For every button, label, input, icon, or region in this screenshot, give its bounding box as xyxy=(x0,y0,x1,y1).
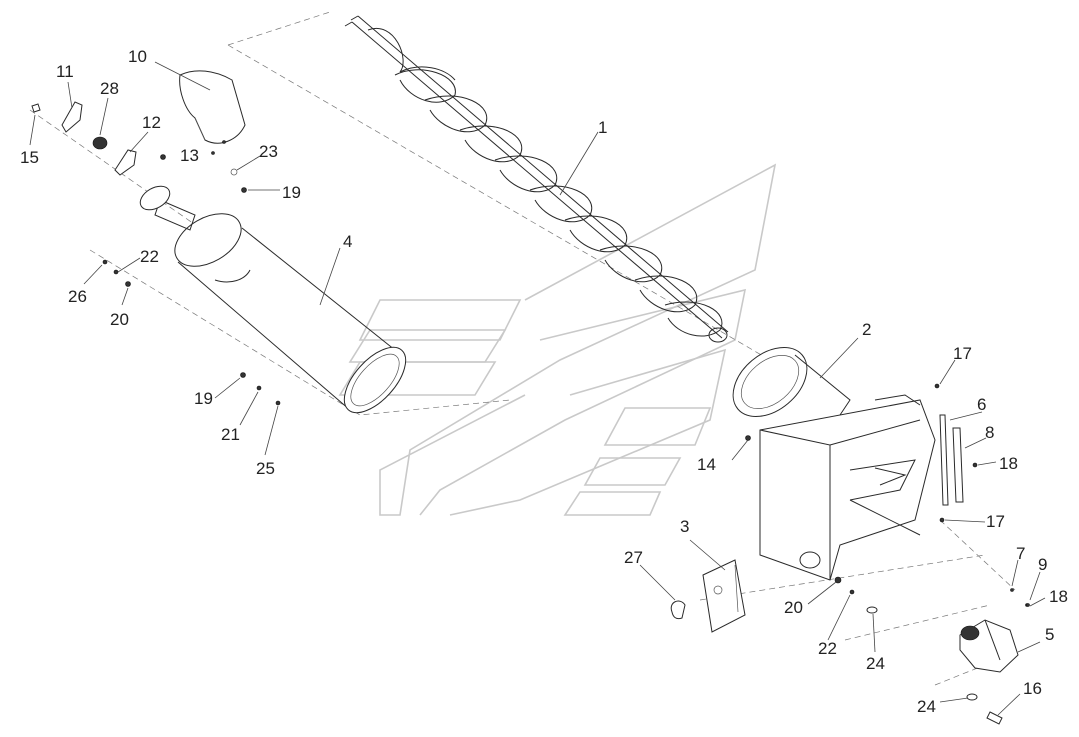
bolt-14 xyxy=(745,435,751,441)
bolt-16 xyxy=(986,711,1003,725)
washer-21 xyxy=(256,385,262,391)
label-part-15: 15 xyxy=(20,148,39,167)
nut-20-right xyxy=(834,576,842,584)
flange xyxy=(139,185,171,211)
bracket-11 xyxy=(61,101,83,133)
washer-22-right xyxy=(849,589,855,595)
cover-part-10 xyxy=(179,70,246,155)
label-part-18-low: 18 xyxy=(1049,587,1068,606)
label-part-9: 9 xyxy=(1038,555,1047,574)
label-part-20-right: 20 xyxy=(784,598,803,617)
nut-18-low xyxy=(1026,603,1030,607)
part-22-left xyxy=(113,269,119,275)
bracket-12 xyxy=(114,149,137,176)
part-25 xyxy=(275,400,281,406)
label-part-26: 26 xyxy=(68,287,87,306)
ring-part-27 xyxy=(670,600,686,620)
label-part-17-low: 17 xyxy=(986,512,1005,531)
strips-parts-6-8 xyxy=(939,414,964,506)
assembly-center-lines xyxy=(29,11,1016,686)
auger-screw-part-1 xyxy=(344,15,729,343)
nut-13 xyxy=(160,154,166,160)
label-part-24-lower: 24 xyxy=(917,697,936,716)
nut-19-top xyxy=(241,187,247,193)
part-24-lower xyxy=(966,693,978,701)
nut-19-low xyxy=(240,372,246,378)
label-part-17-top: 17 xyxy=(953,344,972,363)
label-part-24-upper: 24 xyxy=(866,654,885,673)
nut-20-left xyxy=(125,281,131,287)
part-24-upper xyxy=(866,606,878,614)
watermark-logo xyxy=(338,163,777,516)
label-part-28: 28 xyxy=(100,79,119,98)
plate-part-3 xyxy=(702,559,746,633)
left-hardware xyxy=(31,101,281,406)
right-hardware xyxy=(745,383,1030,725)
label-part-1: 1 xyxy=(598,118,607,137)
label-part-27: 27 xyxy=(624,548,643,567)
label-part-20-left: 20 xyxy=(110,310,129,329)
label-part-7: 7 xyxy=(1016,544,1025,563)
label-part-4: 4 xyxy=(343,232,352,251)
label-part-8: 8 xyxy=(985,423,994,442)
part-labels: 1 2 3 4 5 6 7 8 9 10 11 12 13 14 15 16 1… xyxy=(20,47,1068,716)
label-part-22-left: 22 xyxy=(140,247,159,266)
label-part-22-right: 22 xyxy=(818,639,837,658)
label-part-16: 16 xyxy=(1023,679,1042,698)
bearing-28 xyxy=(92,136,108,150)
part-26 xyxy=(102,259,108,265)
label-part-23: 23 xyxy=(259,142,278,161)
label-part-10: 10 xyxy=(128,47,147,66)
tube-part-4 xyxy=(154,199,407,414)
label-part-11: 11 xyxy=(56,62,74,81)
nut-18-top xyxy=(972,462,978,468)
label-part-19-low: 19 xyxy=(194,389,213,408)
label-part-3: 3 xyxy=(680,517,689,536)
label-part-6: 6 xyxy=(977,395,986,414)
label-part-14: 14 xyxy=(697,455,716,474)
part-7 xyxy=(1010,588,1014,592)
label-part-19-top: 19 xyxy=(282,183,301,202)
bolt-15 xyxy=(31,103,41,113)
bolt-17-top xyxy=(934,383,940,389)
label-part-12: 12 xyxy=(142,113,161,132)
label-part-13: 13 xyxy=(180,146,199,165)
housing-part-2 xyxy=(732,347,936,581)
label-part-2: 2 xyxy=(862,320,871,339)
gearbox-part-5 xyxy=(959,619,1019,673)
leader-lines xyxy=(29,61,1046,716)
label-part-21: 21 xyxy=(221,425,240,444)
label-part-25: 25 xyxy=(256,459,275,478)
label-part-5: 5 xyxy=(1045,625,1054,644)
label-part-18-top: 18 xyxy=(999,454,1018,473)
washer-23 xyxy=(230,168,238,176)
bolt-17-low xyxy=(939,517,945,523)
